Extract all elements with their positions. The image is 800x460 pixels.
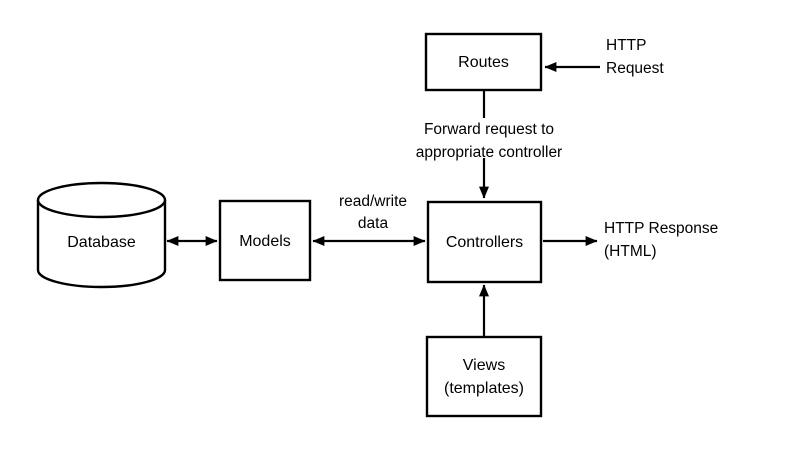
read-write-label-line1: read/write — [339, 193, 407, 210]
node-routes[interactable]: Routes — [424, 32, 543, 92]
database-label: Database — [67, 234, 136, 251]
database-cylinder-body — [36, 200, 167, 289]
http-request-label-line2: Request — [606, 60, 664, 77]
models-label: Models — [239, 233, 291, 250]
forward-request-label-line1: Forward request to — [424, 121, 554, 138]
http-request-label-line1: HTTP — [606, 37, 646, 54]
views-label-line2: (templates) — [444, 380, 524, 397]
edge-http-request: HTTP Request — [544, 37, 664, 77]
routes-label: Routes — [458, 54, 509, 71]
node-controllers[interactable]: Controllers — [426, 200, 543, 284]
controllers-box — [426, 200, 543, 284]
views-box — [425, 335, 543, 418]
http-response-label-line1: HTTP Response — [604, 220, 718, 237]
database-cylinder-top — [36, 181, 167, 219]
views-label-line1: Views — [463, 357, 505, 374]
routes-box — [424, 32, 543, 92]
models-box — [218, 199, 312, 282]
read-write-label-line2: data — [358, 215, 389, 232]
edge-routes-to-controllers: Forward request to appropriate controlle… — [416, 90, 562, 199]
node-views[interactable]: Views (templates) — [425, 335, 543, 418]
edge-models-to-controllers: read/write data — [312, 193, 426, 246]
edge-controllers-to-response: HTTP Response (HTML) — [543, 220, 718, 260]
node-database[interactable]: Database — [36, 181, 167, 289]
forward-request-label-line2: appropriate controller — [416, 144, 562, 161]
node-models[interactable]: Models — [218, 199, 312, 282]
controllers-label: Controllers — [446, 234, 523, 251]
http-response-label-line2: (HTML) — [604, 243, 657, 260]
